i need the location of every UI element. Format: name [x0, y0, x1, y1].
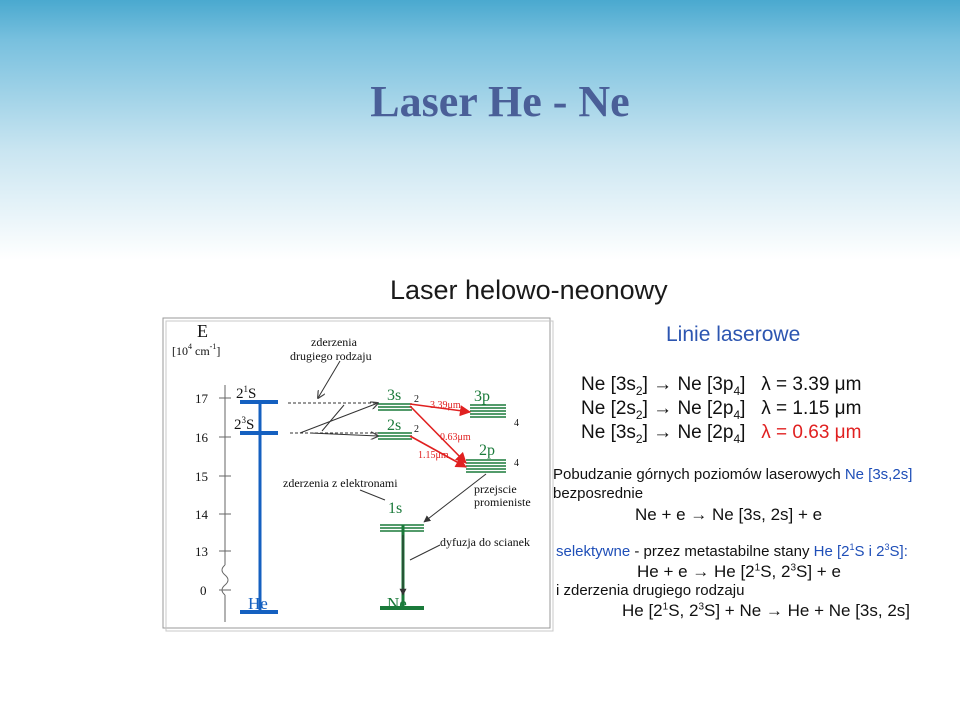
- transition-label-3.39: 3.39μm: [430, 400, 461, 411]
- reaction-energy-transfer: He [21S, 23S] + Ne → He + Ne [3s, 2s]: [622, 601, 910, 620]
- he-level-label-2: 23S: [234, 415, 254, 433]
- second-kind-collisions-label: i zderzenia drugiego rodzaju: [556, 582, 745, 599]
- second-kind-label-1: zderzenia: [311, 335, 358, 349]
- tick-16: 16: [195, 430, 209, 445]
- pumping-selective: selektywne - przez metastabilne stany He…: [556, 542, 908, 560]
- pumping-intro: Pobudzanie górnych poziomów laserowych N…: [553, 466, 913, 483]
- transition-1.15: [409, 435, 467, 468]
- ne-2p-group: [466, 459, 506, 473]
- ne-1s-label: 1s: [388, 500, 402, 517]
- diagram-subtitle: Laser helowo-neonowy: [390, 275, 668, 305]
- diagram-frame: [162, 317, 551, 629]
- wall-diffusion-label: dyfuzja do scianek: [440, 535, 530, 549]
- pumping-direct: bezposrednie: [553, 485, 644, 502]
- transition-0.63: [409, 405, 467, 464]
- tick-14: 14: [195, 507, 209, 522]
- he-level-label-1: 21S: [236, 384, 256, 402]
- slide-title: Laser He - Ne: [370, 77, 630, 126]
- tick-13: 13: [195, 544, 208, 559]
- ne-label: Ne: [387, 594, 407, 613]
- axis-unit: [104 cm-1]: [172, 342, 220, 358]
- tick-0: 0: [200, 583, 207, 598]
- transition-label-1.15: 1.15μm: [418, 450, 449, 461]
- ne-3s-group: [378, 403, 412, 411]
- ne-2s-label: 2s: [387, 417, 401, 434]
- wall-diffusion-pointer: [409, 544, 441, 561]
- second-kind-label-2: drugiego rodzaju: [290, 349, 372, 363]
- laser-line-2: Ne [2s2] → Ne [2p4] λ = 1.15 μm: [581, 398, 862, 422]
- ne-3p-group: [470, 404, 506, 418]
- ne-3p-label: 3p: [474, 388, 490, 405]
- transition-3.39: [409, 403, 472, 417]
- electron-collision-label: zderzenia z elektronami: [283, 476, 398, 490]
- radiative-decay-arrow: [423, 473, 487, 523]
- ne-2s-group: [378, 432, 412, 440]
- ne-3s-sublevels: 2: [414, 394, 419, 405]
- laser-lines-heading: Linie laserowe: [666, 323, 801, 346]
- second-kind-pointer: [318, 360, 341, 398]
- radiative-label-2: promieniste: [474, 495, 531, 509]
- ne-1s-group: [380, 524, 424, 532]
- ne-3s-label: 3s: [387, 387, 401, 404]
- ne-2p-label: 2p: [479, 442, 495, 459]
- he-label: He: [248, 594, 268, 613]
- axis-label-E: E: [197, 321, 208, 341]
- ne-2s-sublevels: 2: [414, 424, 419, 435]
- radiative-label-1: przejscie: [474, 482, 517, 496]
- laser-line-3: Ne [3s2] → Ne [2p4] λ = 0.63 μm: [581, 422, 862, 446]
- reaction-he-excitation: He + e → He [21S, 23S] + e: [637, 562, 841, 581]
- tick-17: 17: [195, 391, 209, 406]
- reaction-electron-impact: Ne + e → Ne [3s, 2s] + e: [635, 505, 823, 524]
- transition-label-0.63: 0.63μm: [440, 432, 471, 443]
- tick-15: 15: [195, 469, 208, 484]
- ne-3p-sublevels: 4: [514, 418, 519, 429]
- ne-2p-sublevels: 4: [514, 458, 519, 469]
- laser-line-1: Ne [3s2] → Ne [3p4] λ = 3.39 μm: [581, 374, 862, 398]
